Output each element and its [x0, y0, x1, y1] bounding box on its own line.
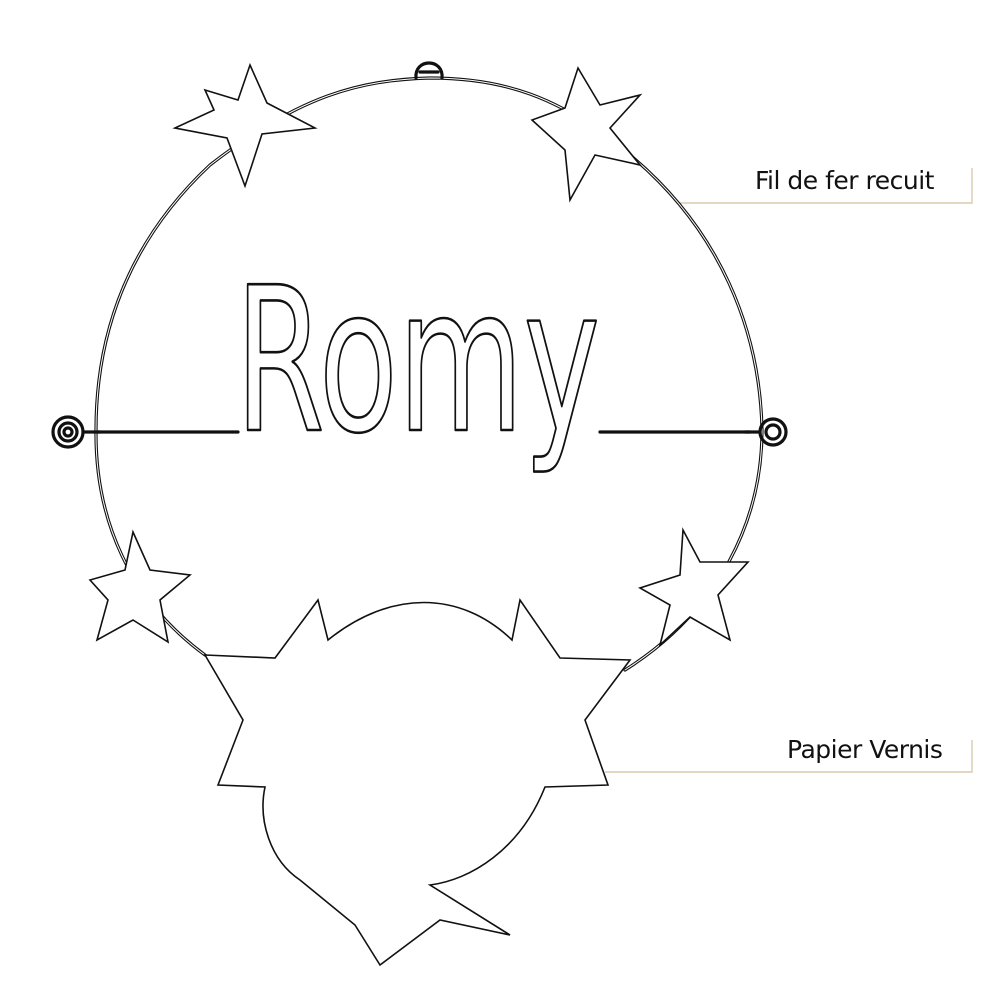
- name-wire-text: Romy: [235, 245, 600, 478]
- star-bottom-left: [88, 529, 192, 644]
- star-top-left: [172, 62, 318, 189]
- hanging-loop: [414, 61, 444, 80]
- star-bottom-right: [638, 527, 750, 648]
- paper-piece: [203, 597, 632, 967]
- star-top-right: [530, 66, 643, 203]
- label-paper: Papier Vernis: [787, 735, 943, 764]
- left-spiral: [51, 415, 102, 449]
- name-wire-romy: Romy: [96, 244, 752, 479]
- leader-line-wire: [680, 168, 973, 204]
- label-wire: Fil de fer recuit: [755, 166, 934, 195]
- leader-line-paper: [605, 740, 973, 773]
